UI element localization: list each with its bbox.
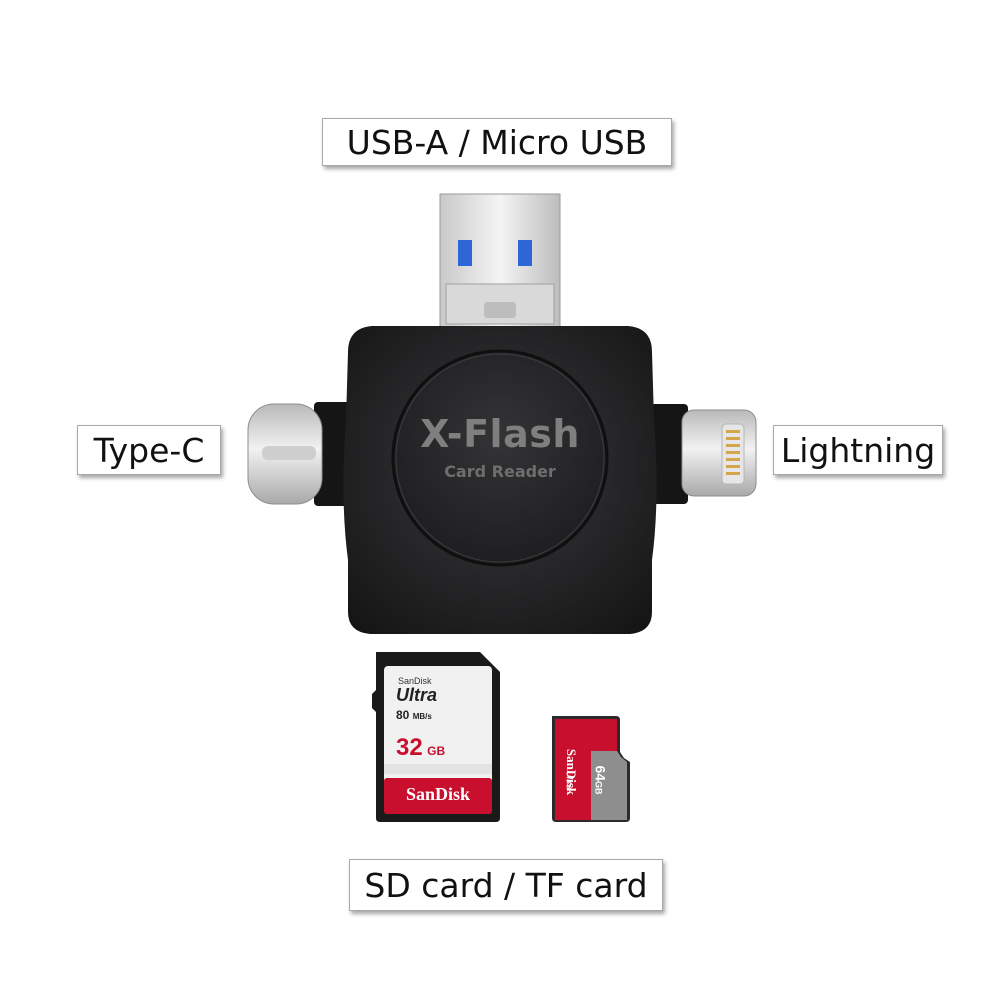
tf-line: Ultra (564, 770, 575, 790)
label-usb-a-micro-usb: USB-A / Micro USB (322, 118, 672, 166)
tf-card (552, 716, 630, 822)
sd-speed: 80 MB/s (396, 708, 432, 722)
usb-a-connector (439, 193, 561, 329)
tf-capacity: 64GB (593, 765, 609, 794)
sd-card (372, 652, 500, 822)
type-c-connector (247, 402, 350, 506)
sd-capacity-value: 32 (396, 734, 423, 761)
sd-band-label: SanDisk (405, 784, 471, 804)
brand-name: X-Flash (420, 412, 580, 456)
label-type-c: Type-C (77, 425, 221, 475)
lightning-connector (650, 404, 757, 504)
reader-body (343, 326, 657, 634)
tf-capacity-unit: GB (593, 781, 604, 795)
sd-maker: SanDisk (398, 676, 432, 686)
sd-capacity-unit: GB (427, 744, 446, 758)
tf-capacity-value: 64 (592, 765, 609, 782)
label-sd-tf-card: SD card / TF card (349, 859, 663, 911)
sd-line: Ultra (396, 685, 438, 705)
brand-subtitle: Card Reader (444, 462, 556, 481)
sd-speed-value: 80 (396, 708, 410, 722)
sd-capacity: 32 GB (396, 734, 445, 762)
sd-speed-unit: MB/s (412, 712, 432, 721)
label-lightning: Lightning (773, 425, 943, 475)
